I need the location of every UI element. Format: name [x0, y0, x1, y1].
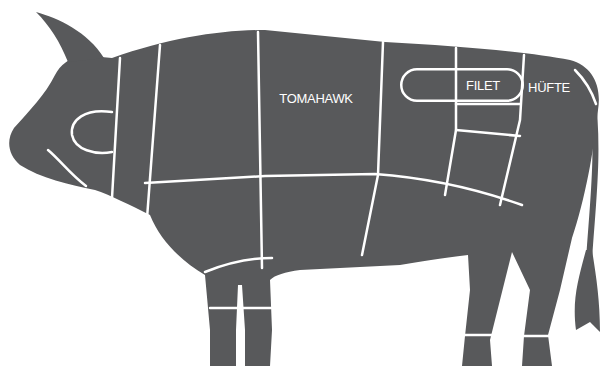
cut-line — [210, 307, 272, 310]
cut-line — [362, 42, 383, 255]
jaw-line — [48, 150, 86, 186]
cut-region: TOMAHAWK — [268, 86, 364, 110]
cut-region: HÜFTE — [522, 76, 576, 98]
cut-line — [456, 103, 520, 106]
cut-line — [258, 32, 262, 268]
filet-pill-border — [401, 69, 523, 101]
cut-line — [205, 258, 272, 272]
filet-pill — [400, 68, 524, 102]
cut-line — [462, 334, 492, 337]
cut-line — [456, 130, 520, 136]
cow-tail — [589, 95, 595, 260]
cut-name: HÜFTE — [528, 81, 570, 94]
cut-name: FILET — [466, 79, 500, 92]
cut-name: TOMAHAWK — [279, 92, 352, 105]
cut-line — [575, 70, 596, 104]
cow-horn — [36, 12, 104, 62]
filet-outline: FILET — [400, 68, 524, 102]
cut-line — [145, 174, 522, 205]
cut-line — [524, 335, 549, 338]
cut-line — [145, 45, 160, 245]
cut-line — [112, 58, 120, 198]
cow-body — [9, 30, 599, 366]
cheek-line — [72, 111, 112, 153]
